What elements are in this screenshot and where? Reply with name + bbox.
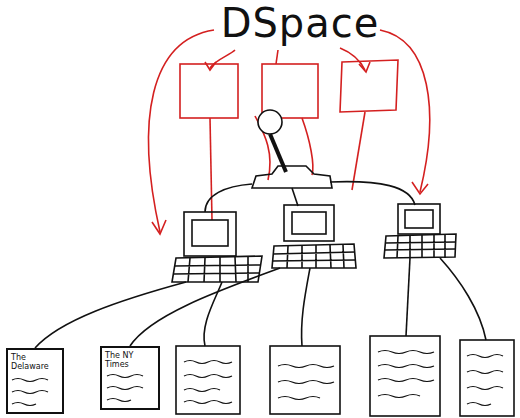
document bbox=[176, 346, 240, 414]
keyboard-keys bbox=[385, 235, 456, 258]
red-arrow bbox=[149, 30, 214, 232]
red-box bbox=[340, 60, 398, 112]
server-shape bbox=[252, 166, 332, 188]
red-arrow bbox=[276, 50, 278, 64]
computer-monitor bbox=[184, 212, 236, 256]
wire bbox=[406, 258, 410, 336]
red-line bbox=[210, 118, 212, 220]
screen bbox=[192, 220, 228, 246]
document-title: The NY Times bbox=[102, 348, 158, 369]
scribble-text bbox=[278, 365, 334, 400]
arrow-head bbox=[412, 182, 428, 194]
document bbox=[460, 340, 514, 416]
keyboard-keys bbox=[272, 245, 355, 268]
network bbox=[12, 110, 514, 416]
scribble-text bbox=[467, 355, 503, 406]
keyboard bbox=[172, 256, 262, 282]
diagram-title: DSpace bbox=[200, 0, 400, 46]
wire bbox=[204, 282, 222, 346]
scribble-text bbox=[378, 351, 434, 398]
repository-items bbox=[149, 30, 430, 234]
newspaper-document: The Delaware bbox=[6, 348, 64, 414]
arrow-head bbox=[205, 62, 216, 70]
computer-monitor bbox=[398, 204, 440, 234]
keyboard-keys bbox=[173, 257, 260, 282]
red-arrow bbox=[380, 30, 430, 192]
document bbox=[370, 336, 440, 416]
keyboard bbox=[272, 244, 356, 268]
wire bbox=[330, 182, 415, 205]
wire bbox=[130, 268, 280, 346]
computer-monitor bbox=[284, 205, 334, 241]
arrow-head bbox=[152, 220, 166, 234]
screen bbox=[405, 210, 433, 228]
scribble-text bbox=[107, 375, 143, 402]
keyboard bbox=[384, 234, 456, 258]
scribble-text bbox=[12, 379, 48, 406]
red-line bbox=[352, 112, 365, 190]
screen bbox=[292, 212, 326, 234]
wire bbox=[302, 268, 310, 346]
newspaper-document: The NY Times bbox=[100, 346, 160, 410]
wire bbox=[440, 258, 486, 340]
scribble-text bbox=[184, 361, 232, 404]
document-title: The Delaware bbox=[8, 350, 62, 371]
wire bbox=[35, 282, 186, 348]
wire bbox=[292, 188, 298, 206]
hub-circle bbox=[258, 110, 282, 134]
red-box bbox=[180, 64, 238, 118]
wire bbox=[205, 184, 252, 212]
arrow-head bbox=[359, 62, 370, 72]
document bbox=[270, 346, 340, 414]
